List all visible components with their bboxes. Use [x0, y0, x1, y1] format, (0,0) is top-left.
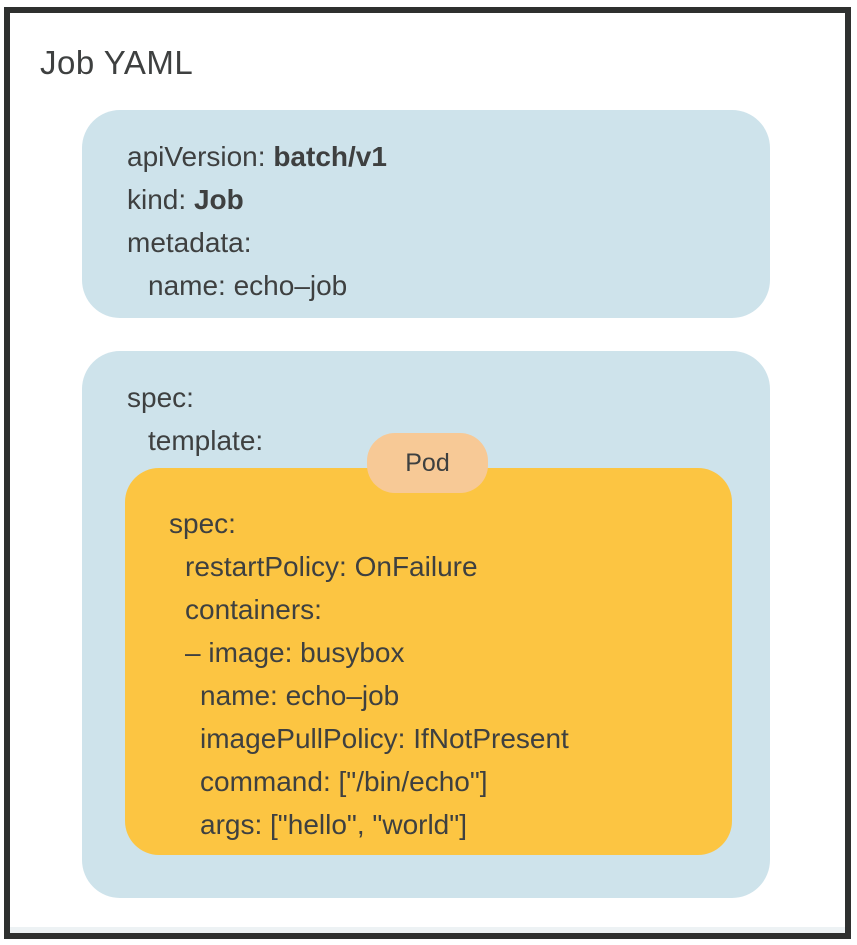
yaml-line-containers: containers: [185, 594, 322, 625]
pod-tab: Pod [367, 433, 488, 493]
diagram-frame: Job YAML apiVersion: batch/v1 kind: Job … [4, 7, 851, 939]
yaml-value-bold: batch/v1 [273, 141, 387, 172]
yaml-line-image: – image: busybox [185, 637, 405, 668]
yaml-line-name: name: echo–job [127, 264, 770, 307]
yaml-line-kind: kind: Job [127, 178, 770, 221]
yaml-key: metadata: [127, 227, 252, 258]
yaml-line-pod-spec: spec: [169, 508, 236, 539]
yaml-key: name: echo–job [148, 270, 348, 301]
yaml-line-template: template: [148, 425, 264, 456]
job-metadata-box: apiVersion: batch/v1 kind: Job metadata:… [82, 110, 770, 318]
yaml-line-metadata: metadata: [127, 221, 770, 264]
yaml-key: apiVersion: [127, 141, 274, 172]
pod-spec-box: spec: restartPolicy: OnFailure container… [125, 468, 732, 855]
diagram-title: Job YAML [40, 44, 194, 81]
yaml-key: kind: [127, 184, 194, 215]
pod-tab-label: Pod [405, 448, 450, 477]
yaml-line-apiversion: apiVersion: batch/v1 [127, 135, 770, 178]
yaml-line-args: args: ["hello", "world"] [200, 809, 467, 840]
yaml-value-bold: Job [193, 184, 244, 215]
yaml-line-restartpolicy: restartPolicy: OnFailure [185, 551, 478, 582]
yaml-line-imagepullpolicy: imagePullPolicy: IfNotPresent [200, 723, 569, 754]
yaml-line-spec: spec: [127, 382, 194, 413]
screenshot-bottom-edge [10, 927, 845, 933]
yaml-line-command: command: ["/bin/echo"] [200, 766, 488, 797]
yaml-line-container-name: name: echo–job [200, 680, 400, 711]
